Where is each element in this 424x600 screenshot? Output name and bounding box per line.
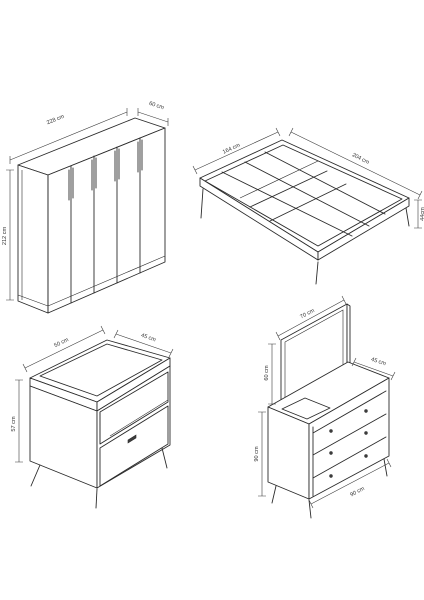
nightstand-dimension-lines bbox=[15, 325, 174, 463]
bed-width-label: 164 cm bbox=[222, 142, 241, 155]
dresser-dimension-lines bbox=[258, 295, 396, 509]
bed-height-label: 44cm bbox=[420, 207, 424, 221]
bed-drawing bbox=[199, 139, 410, 285]
dresser-depth-label: 45 cm bbox=[370, 357, 387, 368]
nightstand-height-label: 57 cm bbox=[11, 416, 17, 432]
wardrobe-depth-label: 60 cm bbox=[148, 101, 165, 112]
dresser-drawing bbox=[267, 303, 390, 519]
dresser-mirror-width-label: 70 cm bbox=[299, 308, 316, 321]
wardrobe-width-label: 228 cm bbox=[46, 114, 66, 127]
dresser-height-label: 90 cm bbox=[254, 446, 260, 462]
bed-length-label: 204 cm bbox=[351, 152, 370, 166]
nightstand-depth-label: 45 cm bbox=[140, 333, 157, 344]
bed-dimension-lines bbox=[192, 127, 423, 229]
wardrobe-dimension-lines bbox=[6, 108, 169, 301]
wardrobe-drawing bbox=[17, 117, 166, 314]
dresser-mirror-height-label: 60 cm bbox=[264, 365, 270, 381]
nightstand-drawing bbox=[29, 339, 171, 509]
wardrobe-height-label: 212 cm bbox=[2, 226, 8, 245]
dresser-width-label: 90 cm bbox=[349, 486, 366, 499]
